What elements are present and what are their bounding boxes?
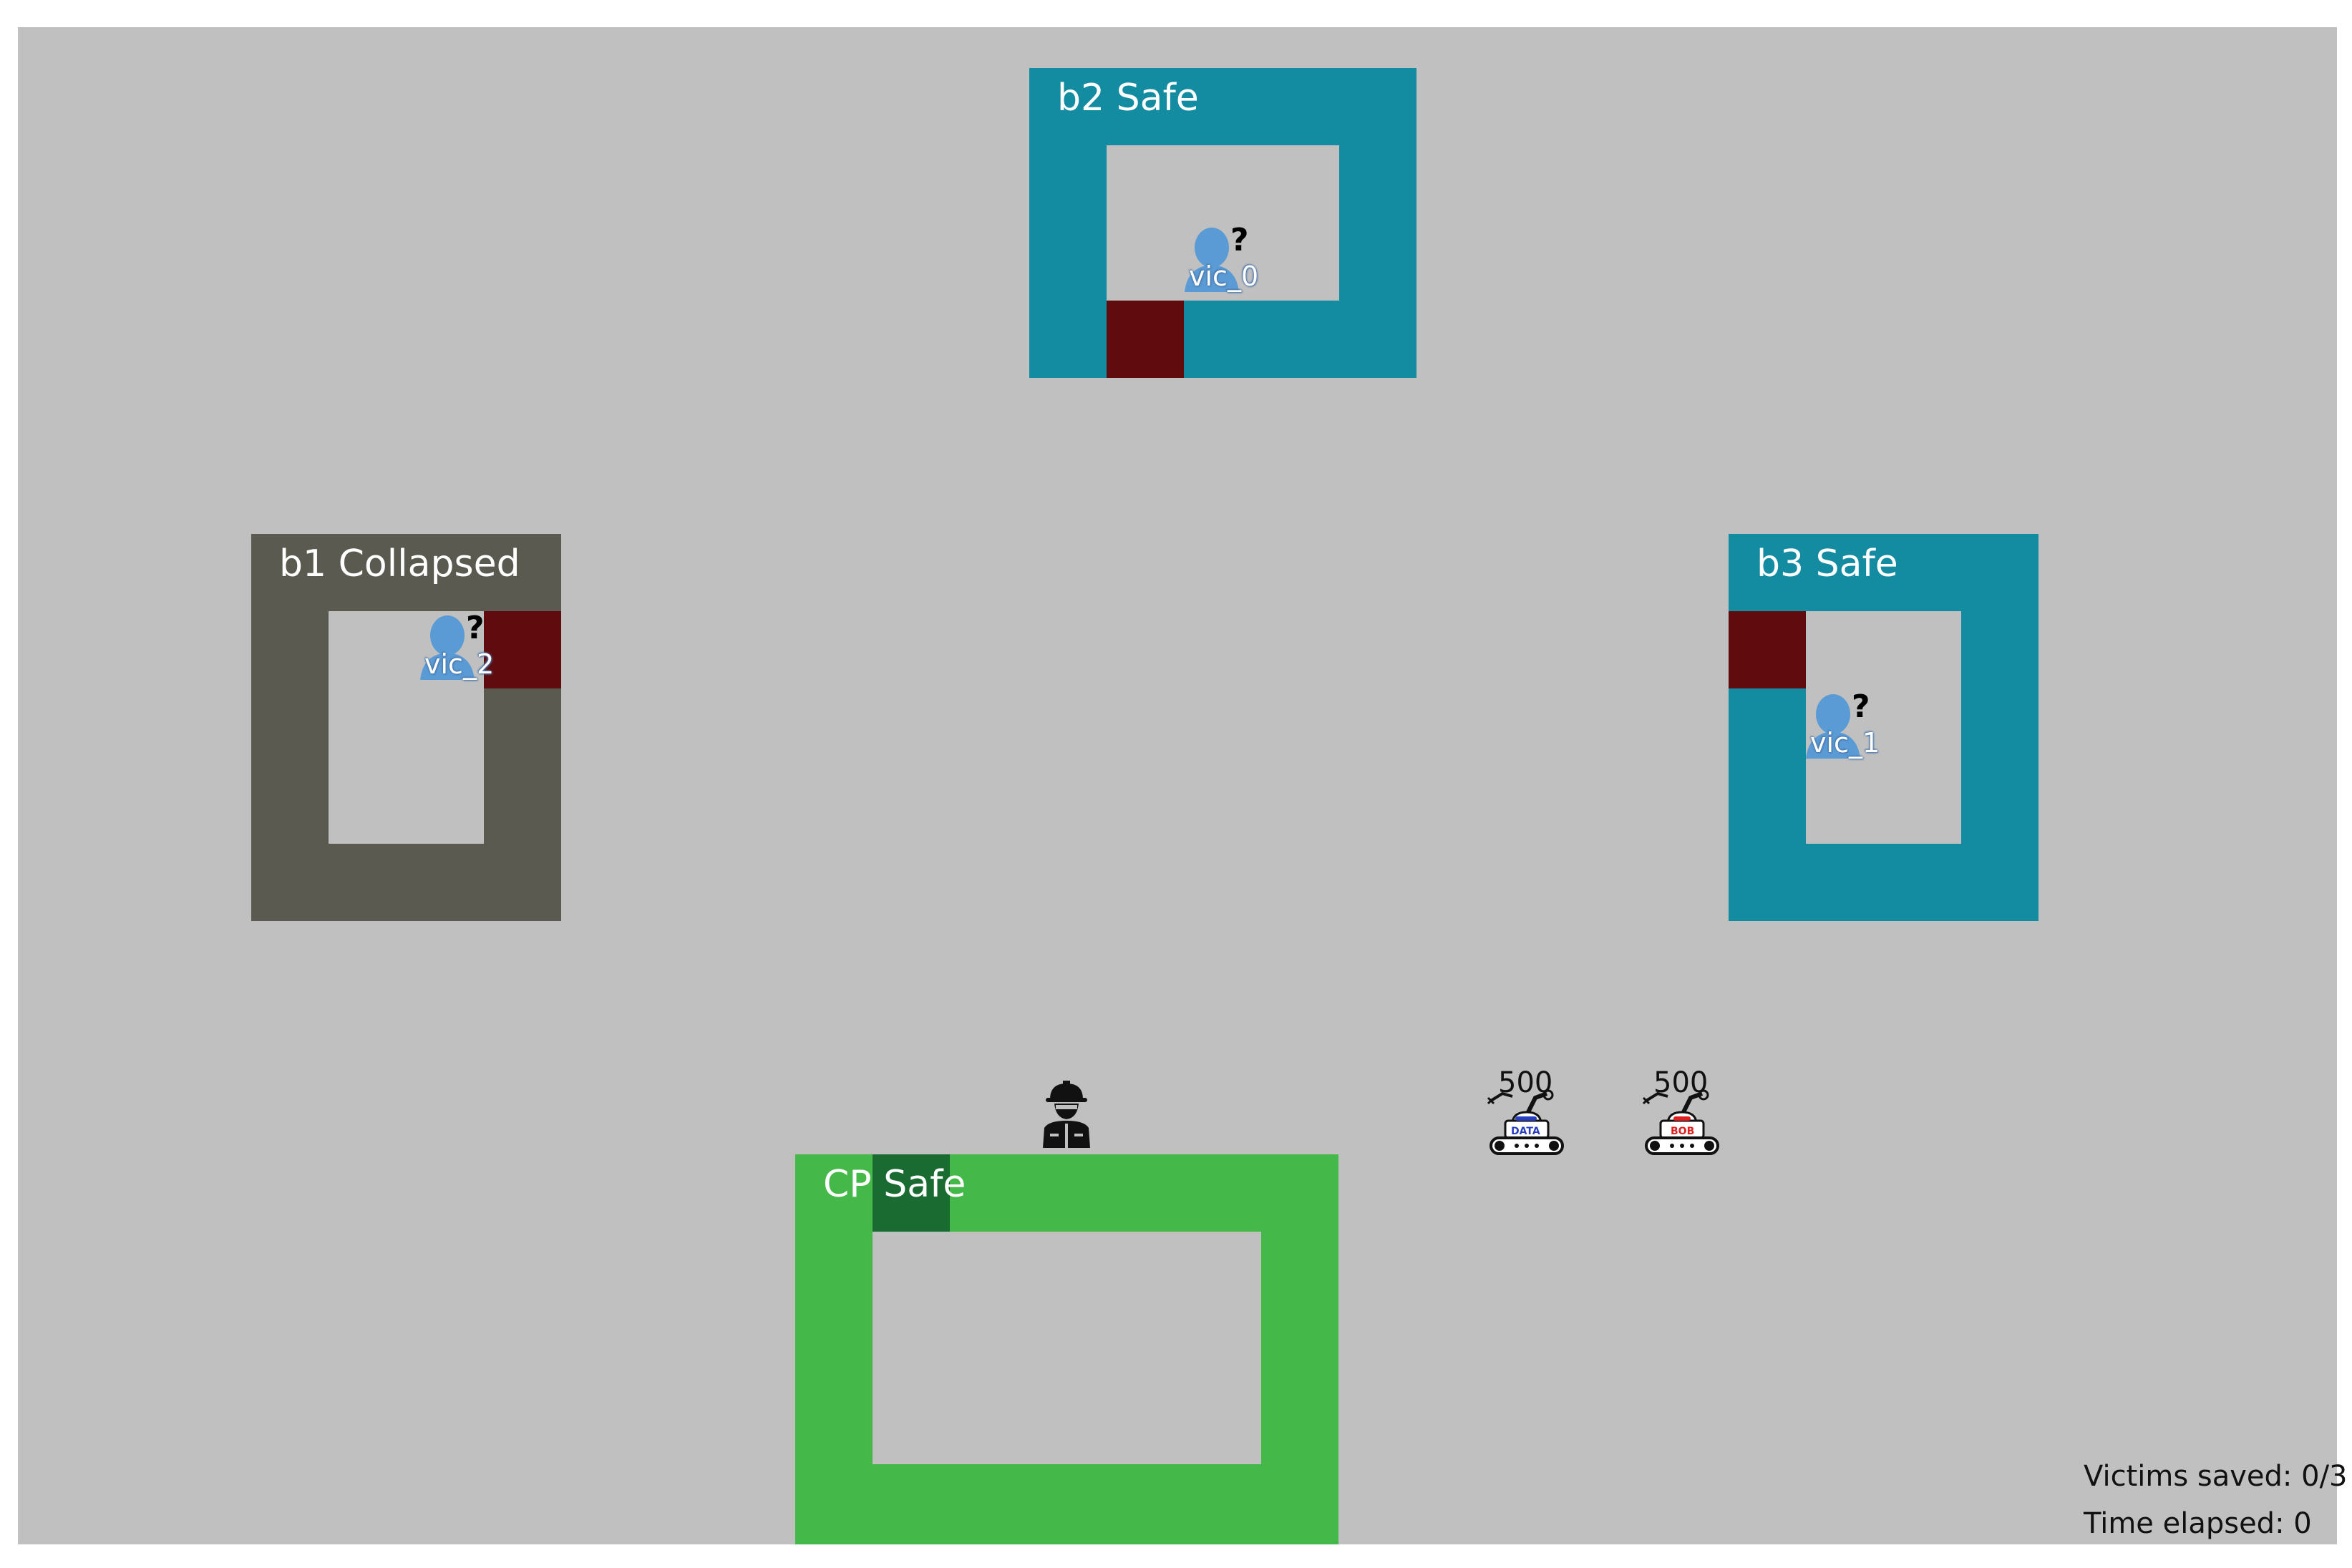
victim-label: vic_2 — [424, 648, 495, 680]
victim-vic-1[interactable]: ? vic_1 — [1799, 687, 1906, 773]
building-b1[interactable]: b1 Collapsed — [251, 534, 561, 921]
building-b3-door[interactable] — [1729, 611, 1806, 688]
victims-saved-counter: Victims saved: 0/3 — [2084, 1460, 2348, 1493]
victim-vic-2[interactable]: ? vic_2 — [413, 608, 520, 694]
svg-text:DATA: DATA — [1511, 1126, 1540, 1137]
building-b1-label: b1 Collapsed — [279, 542, 520, 585]
victim-label: vic_1 — [1810, 727, 1880, 759]
person-icon — [1806, 694, 1860, 759]
firefighter-icon — [1043, 1081, 1090, 1148]
building-b2-door[interactable] — [1107, 301, 1184, 378]
building-command-post[interactable]: CP Safe — [795, 1154, 1338, 1544]
question-mark-icon: ? — [466, 610, 485, 646]
svg-text:?: ? — [466, 610, 485, 646]
building-command-post-label: CP Safe — [823, 1163, 966, 1206]
robot-agent-bob[interactable]: 500 BOB — [1639, 1066, 1725, 1165]
svg-text:BOB: BOB — [1671, 1126, 1694, 1137]
game-world[interactable]: b2 Safe b1 Collapsed b3 Safe CP Safe ? v… — [18, 27, 2348, 1544]
building-command-post-door[interactable] — [873, 1154, 950, 1232]
victim-label: vic_0 — [1189, 260, 1259, 292]
building-b3-label: b3 Safe — [1756, 542, 1898, 585]
building-b2[interactable]: b2 Safe — [1029, 68, 1416, 378]
building-b2-label: b2 Safe — [1057, 77, 1199, 120]
robot-icon: BOB — [1642, 1089, 1719, 1155]
svg-text:?: ? — [1852, 688, 1870, 725]
person-icon — [1185, 228, 1239, 292]
robot-energy-label: 500 — [1653, 1066, 1709, 1099]
robot-energy-label: 500 — [1498, 1066, 1553, 1099]
victim-vic-0[interactable]: ? vic_0 — [1177, 220, 1285, 306]
question-mark-icon: ? — [1230, 222, 1249, 258]
time-elapsed-counter: Time elapsed: 0 — [2084, 1507, 2312, 1540]
building-command-post-interior — [873, 1232, 1261, 1464]
svg-text:?: ? — [1230, 222, 1249, 258]
building-b1-door[interactable] — [484, 611, 561, 688]
person-icon — [420, 615, 475, 680]
question-mark-icon: ? — [1852, 688, 1870, 725]
robot-agent-data[interactable]: 500 DATA — [1484, 1066, 1570, 1165]
firefighter-agent[interactable] — [1034, 1078, 1099, 1149]
robot-icon: DATA — [1487, 1089, 1564, 1155]
